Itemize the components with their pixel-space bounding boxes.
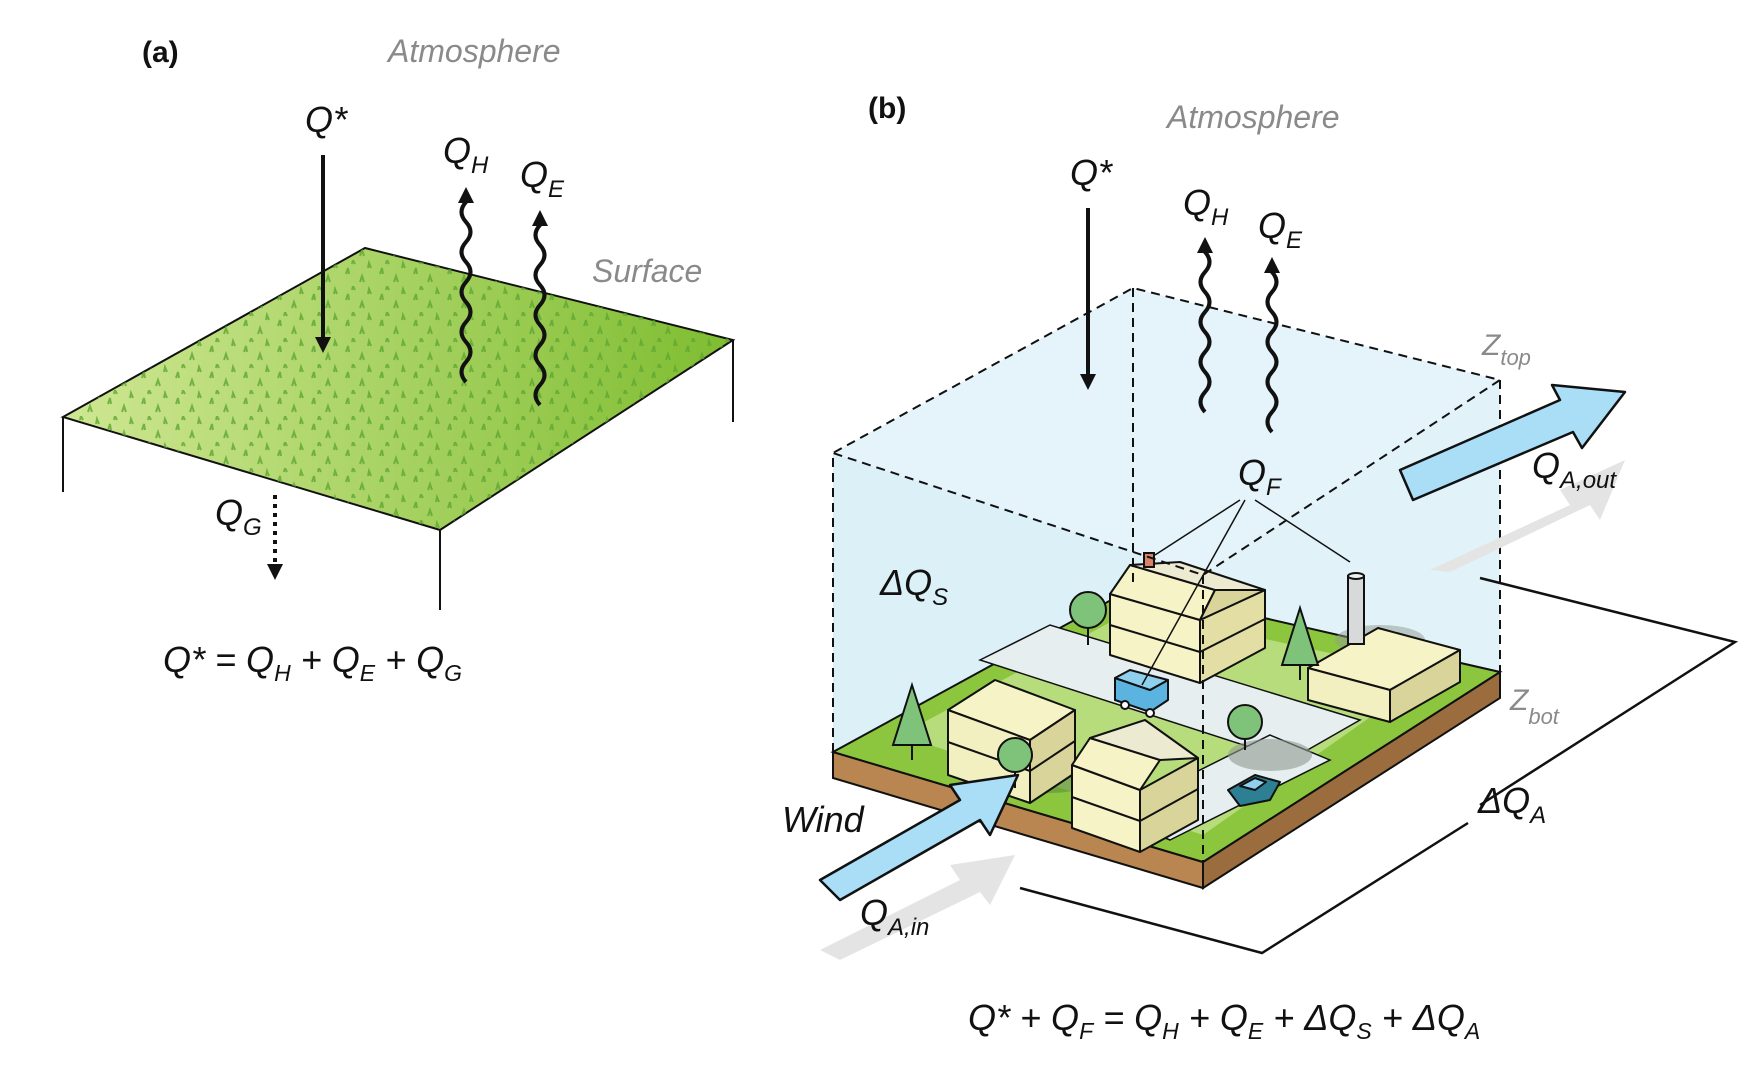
car (1227, 774, 1281, 807)
q-a-out-shadow-arrow (1430, 460, 1625, 572)
panel-a-q-h-wavy-arrow (458, 187, 474, 384)
building-right (1307, 627, 1461, 723)
van (1114, 669, 1169, 718)
panel-b-q-star-label: Q* (1070, 152, 1113, 193)
wind-blue-arrow (818, 773, 1020, 902)
building-left (947, 679, 1076, 804)
panel-a-surface-label: Surface (592, 253, 702, 289)
tree-cone-1 (1280, 604, 1320, 680)
tree-round-3 (1227, 704, 1263, 750)
delta-qa-bracket (1019, 821, 1469, 955)
panel-b-q-a-out-label: QA,out (1532, 445, 1617, 494)
panel-a-equation: Q* = QH + QE + QG (163, 639, 462, 686)
smokestack (1347, 572, 1365, 645)
delta-qa-bracket-right (1479, 576, 1739, 807)
control-volume-top (833, 288, 1500, 575)
panel-a-q-e-label: QE (520, 154, 565, 203)
tree-round-1 (1069, 591, 1107, 645)
panel-a-q-e-wavy-arrow (532, 210, 548, 407)
panel-b-atmosphere-label: Atmosphere (1165, 99, 1340, 135)
panel-b-equation: Q* + QF = QH + QE + ΔQS + ΔQA (968, 997, 1480, 1044)
road-main (978, 624, 1362, 761)
panel-a-q-g-label: QG (215, 492, 262, 541)
q-a-out-blue-arrow (1398, 383, 1627, 502)
panel-b-q-e-label: QE (1258, 205, 1303, 254)
tree-cone-2 (891, 681, 933, 760)
grass-tufts (63, 248, 733, 530)
panel-b-delta-qa-label: ΔQA (1477, 780, 1546, 829)
shadow-2 (1228, 739, 1312, 771)
panel-b: (b) Atmosphere (782, 92, 1739, 1044)
panel-b-z-top-label: Ztop (1481, 329, 1531, 370)
panel-b-q-f-label: QF (1238, 452, 1282, 501)
panel-b-q-a-in-label: QA,in (860, 892, 929, 941)
building-back-center (1109, 561, 1266, 684)
panel-a-q-star-label: Q* (305, 99, 348, 140)
building-front (1071, 719, 1199, 853)
panel-a-label: (a) (142, 36, 179, 69)
panel-a-atmosphere-label: Atmosphere (386, 33, 561, 69)
panel-b-z-bot-label: Zbot (1509, 684, 1560, 729)
q-f-connectors (1141, 499, 1351, 686)
panel-a: (a) Atmosphere Surface Q* QH QE QG Q* = … (60, 33, 736, 686)
panel-b-delta-qs-label: ΔQS (879, 562, 948, 611)
panel-a-q-h-label: QH (443, 130, 489, 179)
panel-b-wind-label: Wind (782, 799, 865, 840)
q-a-in-shadow-arrow (820, 855, 1015, 960)
chimney (1143, 552, 1155, 568)
panel-b-label: (b) (868, 92, 906, 125)
panel-b-q-h-label: QH (1183, 182, 1229, 231)
panel-b-q-e-wavy-arrow (1264, 257, 1280, 434)
panel-b-q-h-wavy-arrow (1197, 237, 1213, 414)
